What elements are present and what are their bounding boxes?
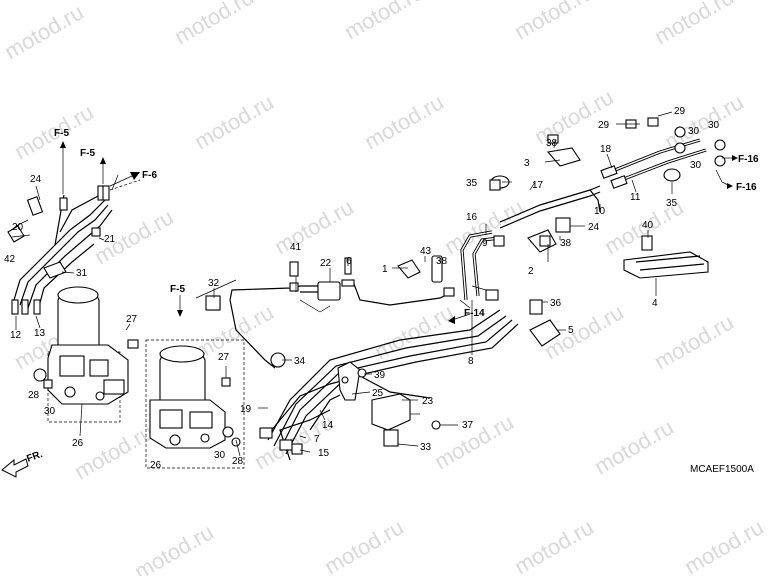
callout-29b: 29 [674,106,686,117]
callout-38b: 38 [436,256,448,267]
callout-8: 8 [468,356,474,367]
watermark: motod.ru [360,89,448,154]
callout-9: 9 [482,238,488,249]
callout-14: 14 [322,420,334,431]
watermark: motod.ru [320,514,408,576]
watermark: motod.ru [680,514,768,576]
ref-f5-upper: F-5 [54,128,69,139]
callout-16: 16 [466,212,478,223]
abs-modulator-upper [33,286,139,423]
callout-24b: 24 [588,222,600,233]
callout-20: 20 [12,222,24,233]
watermark: motod.ru [530,84,618,149]
callout-33: 33 [420,442,432,453]
callout-labels: 1 2 3 4 5 6 7 8 9 10 11 12 13 14 15 16 1… [4,106,720,471]
ref-f16-upper: F-16 [738,154,759,165]
callout-39: 39 [374,370,386,381]
callout-19: 19 [240,404,252,415]
watermark: motod.ru [510,0,598,44]
callout-18: 18 [600,144,612,155]
abs-modulator-lower [145,297,245,469]
callout-35b: 35 [666,198,678,209]
ref-f6: F-6 [142,170,157,181]
watermark: motod.ru [590,414,678,479]
watermark: motod.ru [430,409,518,474]
callout-11: 11 [630,192,641,203]
callout-43: 43 [420,246,432,257]
callout-37: 37 [462,420,474,431]
callout-27a: 27 [126,314,138,325]
callout-38c: 38 [560,238,572,249]
callout-21: 21 [104,234,116,245]
callout-26b: 26 [150,460,162,471]
ref-f14: F-14 [464,308,485,319]
ref-f5-mid: F-5 [80,148,95,159]
callout-26a: 26 [72,438,84,449]
callout-27b: 27 [218,352,230,363]
callout-23: 23 [422,396,434,407]
watermark: motod.ru [190,89,278,154]
reference-codes: F-5 F-5 F-6 F-5 F-14 F-16 F-16 [54,128,759,319]
watermark: motod.ru [130,519,218,576]
callout-28a: 28 [28,390,40,401]
callout-22: 22 [320,258,332,269]
callout-42: 42 [4,254,16,265]
callout-1: 1 [382,264,388,275]
callout-30e: 30 [690,160,702,171]
watermark: motod.ru [340,0,428,44]
callout-32: 32 [208,278,220,289]
callout-15: 15 [318,448,330,459]
front-arrow-label: FR. [25,449,44,465]
callout-35a: 35 [466,178,478,189]
callout-10: 10 [594,206,606,217]
callout-28b: 28 [232,456,244,467]
callout-30a: 30 [44,406,56,417]
diagram-code: MCAEF1500A [690,464,754,475]
callout-30d: 30 [708,120,720,131]
callout-29a: 29 [598,120,610,131]
left-pipe-bundle [7,179,141,315]
watermark: motod.ru [650,0,738,49]
watermark: motod.ru [660,89,748,154]
callout-41: 41 [290,242,302,253]
callout-17: 17 [532,180,544,191]
callout-30b: 30 [214,450,226,461]
callout-5: 5 [568,325,574,336]
ref-f16-lower: F-16 [736,182,757,193]
callout-4: 4 [652,298,658,309]
callout-6: 6 [346,256,352,267]
watermark: motod.ru [270,194,358,259]
watermark: motod.ru [70,419,158,484]
center-pipe-runs [205,229,561,461]
callout-2: 2 [528,266,534,277]
watermark: motod.ru [170,0,258,49]
callout-13: 13 [34,328,46,339]
callout-36: 36 [550,298,562,309]
watermark: motod.ru [650,309,738,374]
callout-30c: 30 [688,126,700,137]
watermark: motod.ru [440,194,528,259]
front-arrow: FR. [1,449,44,478]
watermark: motod.ru [510,514,598,576]
ref-f5-lower: F-5 [170,284,185,295]
callout-38a: 38 [546,138,558,149]
callout-34: 34 [294,356,306,367]
callout-40: 40 [642,220,654,231]
callout-25: 25 [372,388,384,399]
callout-7: 7 [314,434,320,445]
watermark: motod.ru [370,299,458,364]
callout-24a: 24 [30,174,42,185]
reference-arrows [60,141,738,324]
watermark: motod.ru [0,0,88,64]
callout-3: 3 [524,158,530,169]
leader-lines [11,111,673,457]
callout-31: 31 [76,268,88,279]
right-pipe-runs [443,117,726,301]
callout-12: 12 [10,330,22,341]
